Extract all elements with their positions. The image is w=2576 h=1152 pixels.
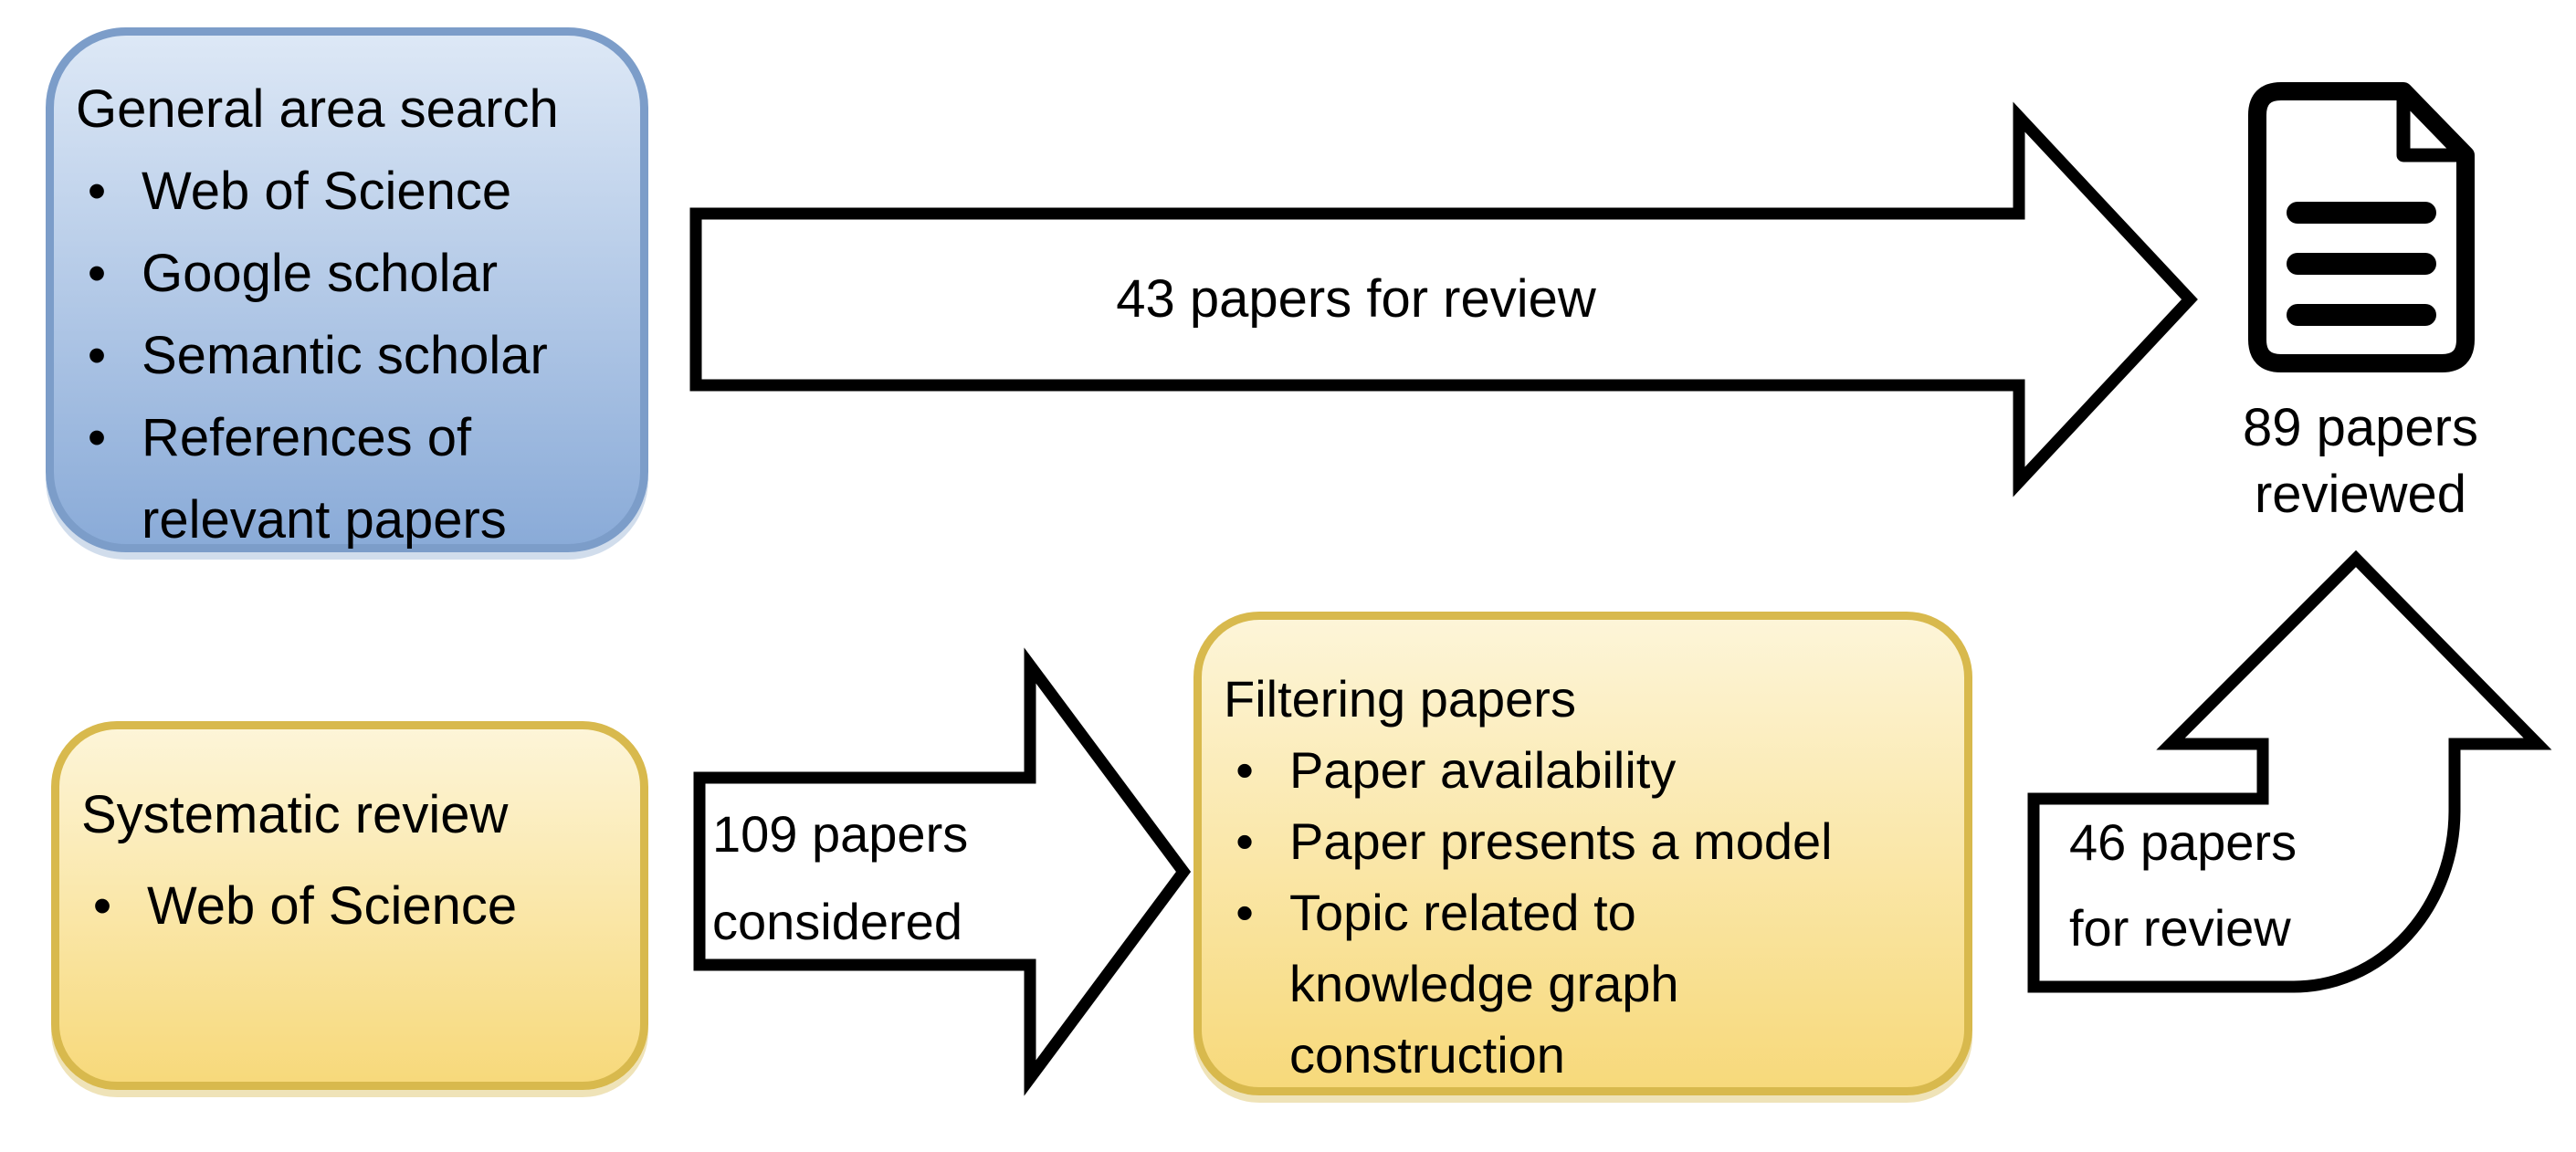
result-caption-line: 89 papers	[2243, 398, 2478, 457]
arrow-label-line: 46 papers	[2069, 813, 2297, 871]
box-title-text: Systematic review	[81, 785, 509, 844]
bullet-dot: •	[87, 408, 107, 467]
list-item: • References of	[54, 397, 640, 479]
list-item-text: Topic related to	[1289, 884, 1636, 941]
list-item-continuation: relevant papers	[54, 479, 640, 561]
bullet-dot: •	[87, 162, 107, 221]
arrow-label-line: considered	[712, 893, 962, 950]
list-item-text: Google scholar	[142, 244, 499, 303]
list-item: • Semantic scholar	[54, 315, 640, 397]
box-title: Filtering papers	[1202, 664, 1964, 735]
list-item-continuation: knowledge graph	[1202, 948, 1964, 1020]
arrow-label-46-papers: 46 papers for review	[2069, 800, 2297, 971]
document-text-lines	[2287, 202, 2436, 326]
bent-up-arrow-46-papers	[2027, 550, 2552, 993]
arrow-label-109-papers: 109 papers considered	[712, 791, 968, 966]
result-caption: 89 papers reviewed	[2192, 394, 2529, 528]
arrow-label-43-papers: 43 papers for review	[1116, 269, 1596, 329]
list-item-continuation: construction	[1202, 1020, 1964, 1091]
list-item-text: Paper availability	[1289, 741, 1677, 799]
list-item-text: Web of Science	[147, 876, 518, 936]
box-title: Systematic review	[59, 770, 640, 861]
bullet-dot: •	[92, 876, 112, 936]
systematic-review-box: Systematic review • Web of Science	[51, 721, 648, 1090]
list-item-text: relevant papers	[142, 490, 507, 550]
list-item-text: Web of Science	[142, 162, 512, 221]
filtering-papers-box: Filtering papers • Paper availability • …	[1193, 612, 1972, 1095]
document-folded-corner	[2396, 87, 2470, 162]
bullet-dot: •	[87, 326, 107, 385]
bullet-dot: •	[1235, 741, 1254, 799]
list-item-text: Semantic scholar	[142, 326, 548, 385]
box-title-text: General area search	[76, 79, 559, 139]
bullet-dot: •	[87, 244, 107, 303]
document-icon	[2248, 82, 2475, 372]
right-arrow-43-papers	[689, 101, 2198, 497]
general-area-search-box: General area search • Web of Science • G…	[46, 27, 648, 552]
box-title: General area search	[54, 68, 640, 151]
bullet-dot: •	[1235, 884, 1254, 941]
list-item: • Web of Science	[54, 151, 640, 233]
list-item: • Web of Science	[59, 861, 640, 952]
bullet-dot: •	[1235, 812, 1254, 870]
list-item: • Paper availability	[1202, 735, 1964, 806]
arrow-label-line: 109 papers	[712, 805, 969, 863]
list-item: • Paper presents a model	[1202, 806, 1964, 877]
list-item-text: construction	[1289, 1026, 1565, 1084]
arrow-label-line: for review	[2069, 899, 2291, 957]
list-item-text: Paper presents a model	[1289, 812, 1833, 870]
right-arrow-109-papers	[693, 647, 1192, 1096]
list-item: • Topic related to	[1202, 877, 1964, 948]
list-item-text: knowledge graph	[1289, 955, 1679, 1012]
box-title-text: Filtering papers	[1224, 670, 1576, 728]
list-item: • Google scholar	[54, 233, 640, 315]
list-item-text: References of	[142, 408, 472, 467]
result-caption-line: reviewed	[2254, 465, 2467, 524]
